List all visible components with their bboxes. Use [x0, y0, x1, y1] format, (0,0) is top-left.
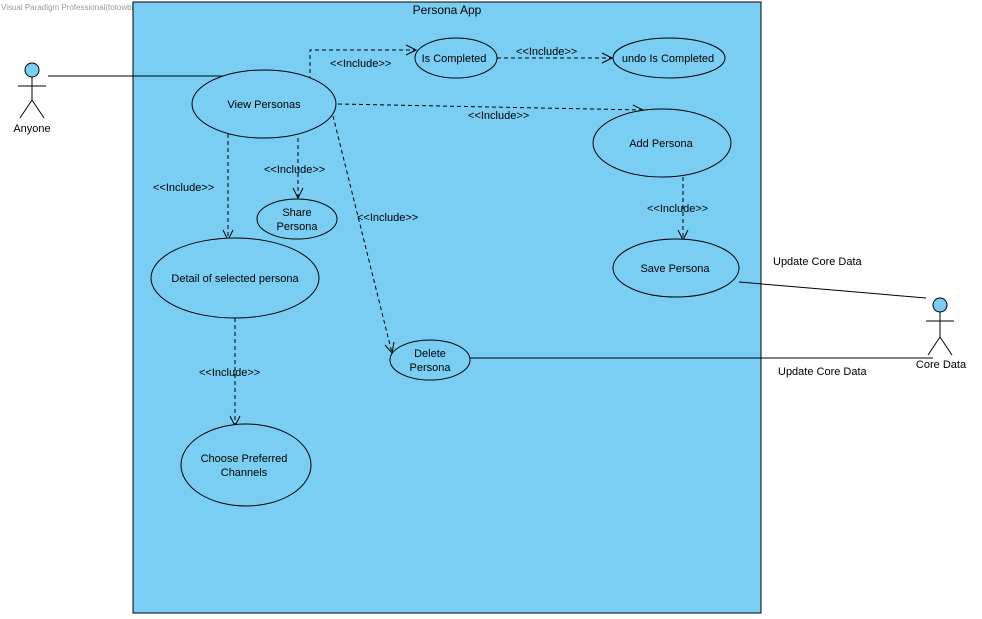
include-label-is-completed-undo: <<Include>> [516, 46, 577, 58]
use-case-choose-preferred-channels-shape [180, 423, 312, 507]
include-label-view-delete: <<Include>> [357, 212, 418, 224]
include-label-view-share: <<Include>> [264, 164, 325, 176]
use-case-save-persona-label: Save Persona [640, 263, 710, 275]
use-case-view-personas[interactable]: View Personas [191, 69, 337, 139]
use-case-share-persona-shape [256, 198, 338, 240]
use-case-detail-selected-persona[interactable]: Detail of selected persona [150, 237, 320, 319]
include-label-view-detail: <<Include>> [153, 182, 214, 194]
include-view-to-is-completed[interactable] [309, 49, 416, 80]
actor-core-data-head [932, 297, 948, 313]
use-case-choose-preferred-channels-label-line2: Channels [221, 467, 268, 479]
use-case-delete-persona-label-line2: Persona [410, 362, 452, 374]
use-case-add-persona-shape [592, 108, 732, 178]
actor-core-data-right-leg [939, 336, 953, 356]
use-case-delete-persona[interactable]: Delete Persona [389, 339, 471, 381]
use-case-add-persona-label: Add Persona [629, 138, 693, 150]
actor-anyone-head [24, 62, 40, 78]
use-case-is-completed-label: Is Completed [422, 53, 487, 65]
include-label-view-add: <<Include>> [468, 110, 529, 122]
association-label-delete: Update Core Data [778, 366, 868, 378]
use-case-choose-preferred-channels-label-line1: Choose Preferred [201, 453, 288, 465]
watermark-text: Visual Paradigm Professional(totowbi(Cit… [1, 3, 222, 12]
use-case-undo-is-completed-label: undo Is Completed [622, 53, 714, 65]
use-case-detail-selected-persona-shape [150, 237, 320, 319]
include-view-to-add-persona[interactable] [337, 103, 644, 111]
use-case-choose-preferred-channels[interactable]: Choose Preferred Channels [180, 423, 312, 507]
use-case-share-persona[interactable]: Share Persona [256, 198, 338, 240]
use-case-is-completed-shape [414, 37, 498, 79]
actor-anyone[interactable]: Anyone [13, 62, 51, 135]
use-case-delete-persona-label-line1: Delete [414, 348, 446, 360]
include-view-to-is-completed-arrow [405, 44, 418, 56]
use-case-detail-selected-persona-label: Detail of selected persona [171, 273, 299, 285]
use-case-delete-persona-shape [389, 339, 471, 381]
actor-core-data[interactable]: Core Data [916, 297, 967, 371]
use-case-undo-is-completed-shape [612, 37, 726, 79]
include-label-detail-channels: <<Include>> [199, 367, 260, 379]
use-case-save-persona-shape [612, 238, 740, 298]
use-case-view-personas-shape [191, 69, 337, 139]
use-case-share-persona-label-line2: Persona [277, 221, 319, 233]
system-title: Persona App [413, 3, 482, 17]
include-label-view-is-completed: <<Include>> [330, 58, 391, 70]
actor-anyone-label: Anyone [13, 123, 50, 135]
use-case-is-completed[interactable]: Is Completed [414, 37, 498, 79]
include-is-completed-to-undo-arrow [601, 52, 614, 64]
actor-core-data-left-leg [927, 336, 941, 356]
include-label-add-save: <<Include>> [647, 203, 708, 215]
actor-core-data-label: Core Data [916, 359, 967, 371]
use-case-undo-is-completed[interactable]: undo Is Completed [612, 37, 726, 79]
association-label-save: Update Core Data [773, 256, 863, 268]
association-save-persona-core-data[interactable] [738, 281, 927, 299]
use-case-add-persona[interactable]: Add Persona [592, 108, 732, 178]
use-case-view-personas-label: View Personas [227, 99, 301, 111]
include-view-to-share-persona-arrow [292, 187, 304, 200]
actor-anyone-right-leg [31, 99, 45, 119]
include-view-to-delete[interactable] [332, 115, 393, 354]
actor-anyone-left-leg [19, 99, 33, 119]
use-case-share-persona-label-line1: Share [282, 207, 311, 219]
use-case-save-persona[interactable]: Save Persona [612, 238, 740, 298]
